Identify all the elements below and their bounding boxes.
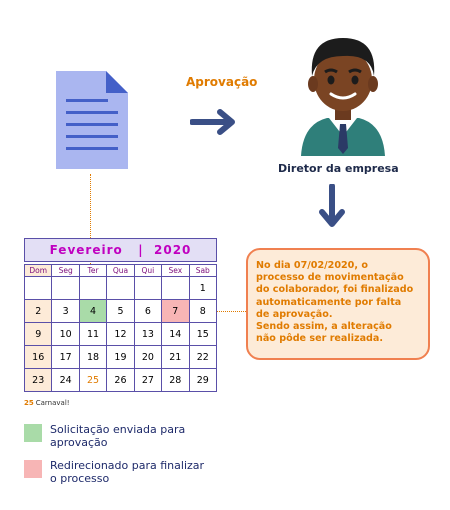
weekday-seg: Seg — [51, 264, 80, 277]
calendar-month-year: Fevereiro | 2020 — [49, 243, 192, 257]
calendar-day-25: 25 — [78, 368, 108, 392]
callout-line: No dia 07/02/2020, o — [256, 260, 368, 271]
calendar-day-10: 10 — [51, 322, 80, 346]
calendar-day-26: 26 — [106, 368, 135, 392]
legend-line: Solicitação enviada para — [50, 423, 186, 436]
calendar-day-empty — [161, 276, 190, 300]
calendar-day-28: 28 — [161, 368, 190, 392]
director-label: Diretor da empresa — [278, 162, 399, 175]
calendar-day-27: 27 — [133, 368, 163, 392]
legend-line: o processo — [50, 472, 110, 485]
arrow-down-icon — [319, 184, 345, 227]
calendar-header: Fevereiro | 2020 — [24, 238, 217, 262]
weekday-qua: Qua — [106, 264, 135, 277]
calendar-day-5: 5 — [106, 299, 135, 323]
calendar-day-empty — [23, 276, 53, 300]
callout-line: automaticamente por falta — [256, 296, 402, 308]
legend-swatch-redirect — [24, 460, 42, 478]
calendar-day-8: 8 — [188, 299, 218, 323]
calendar-day-empty — [133, 276, 163, 300]
calendar-day-14: 14 — [161, 322, 190, 346]
weekday-dom: Dom — [23, 264, 53, 277]
calendar-day-4: 4 — [78, 299, 108, 323]
holiday-note-text: Carnaval! — [35, 399, 70, 407]
calendar-day-6: 6 — [133, 299, 163, 323]
calendar-week: 1 — [23, 276, 218, 300]
calendar-day-13: 13 — [133, 322, 163, 346]
calendar-day-18: 18 — [78, 345, 108, 369]
callout-line: Sendo assim, a alteração — [256, 321, 392, 333]
director-avatar-icon — [301, 38, 385, 156]
calendar-day-24: 24 — [51, 368, 80, 392]
callout-line: não pôde ser realizada. — [256, 333, 384, 345]
calendar-day-empty — [51, 276, 80, 300]
legend-line: Redirecionado para finalizar — [50, 459, 205, 472]
calendar-day-15: 15 — [188, 322, 218, 346]
callout-line: de aprovação. — [256, 308, 333, 320]
legend-swatch-sent — [24, 424, 42, 442]
callout-line: do colaborador, foi finalizado — [256, 284, 414, 296]
calendar-day-23: 23 — [23, 368, 53, 392]
calendar-day-20: 20 — [133, 345, 163, 369]
weekday-sex: Sex — [161, 264, 190, 277]
approval-label: Aprovação — [186, 75, 258, 89]
calendar-day-22: 22 — [188, 345, 218, 369]
legend-line: aprovação — [50, 436, 108, 449]
calendar-day-12: 12 — [106, 322, 135, 346]
calendar-day-3: 3 — [51, 299, 80, 323]
calendar-day-2: 2 — [23, 299, 53, 323]
calendar-day-29: 29 — [188, 368, 218, 392]
calendar-day-1: 1 — [188, 276, 218, 300]
calendar-day-7: 7 — [161, 299, 190, 323]
calendar-day-empty — [78, 276, 108, 300]
calendar-day-21: 21 — [161, 345, 190, 369]
calendar-day-19: 19 — [106, 345, 135, 369]
callout-line: processo de movimentação — [256, 272, 404, 284]
document-icon — [56, 71, 128, 169]
calendar-day-empty — [106, 276, 135, 300]
calendar-day-11: 11 — [78, 322, 108, 346]
connector-day-to-callout — [188, 311, 246, 312]
weekday-qui: Qui — [133, 264, 163, 277]
calendar-day-16: 16 — [23, 345, 53, 369]
weekday-sab: Sab — [188, 264, 218, 277]
weekday-ter: Ter — [78, 264, 108, 277]
arrow-right-icon — [190, 109, 235, 135]
holiday-note-number: 25 — [24, 399, 34, 407]
calendar-day-9: 9 — [23, 322, 53, 346]
calendar-day-17: 17 — [51, 345, 80, 369]
